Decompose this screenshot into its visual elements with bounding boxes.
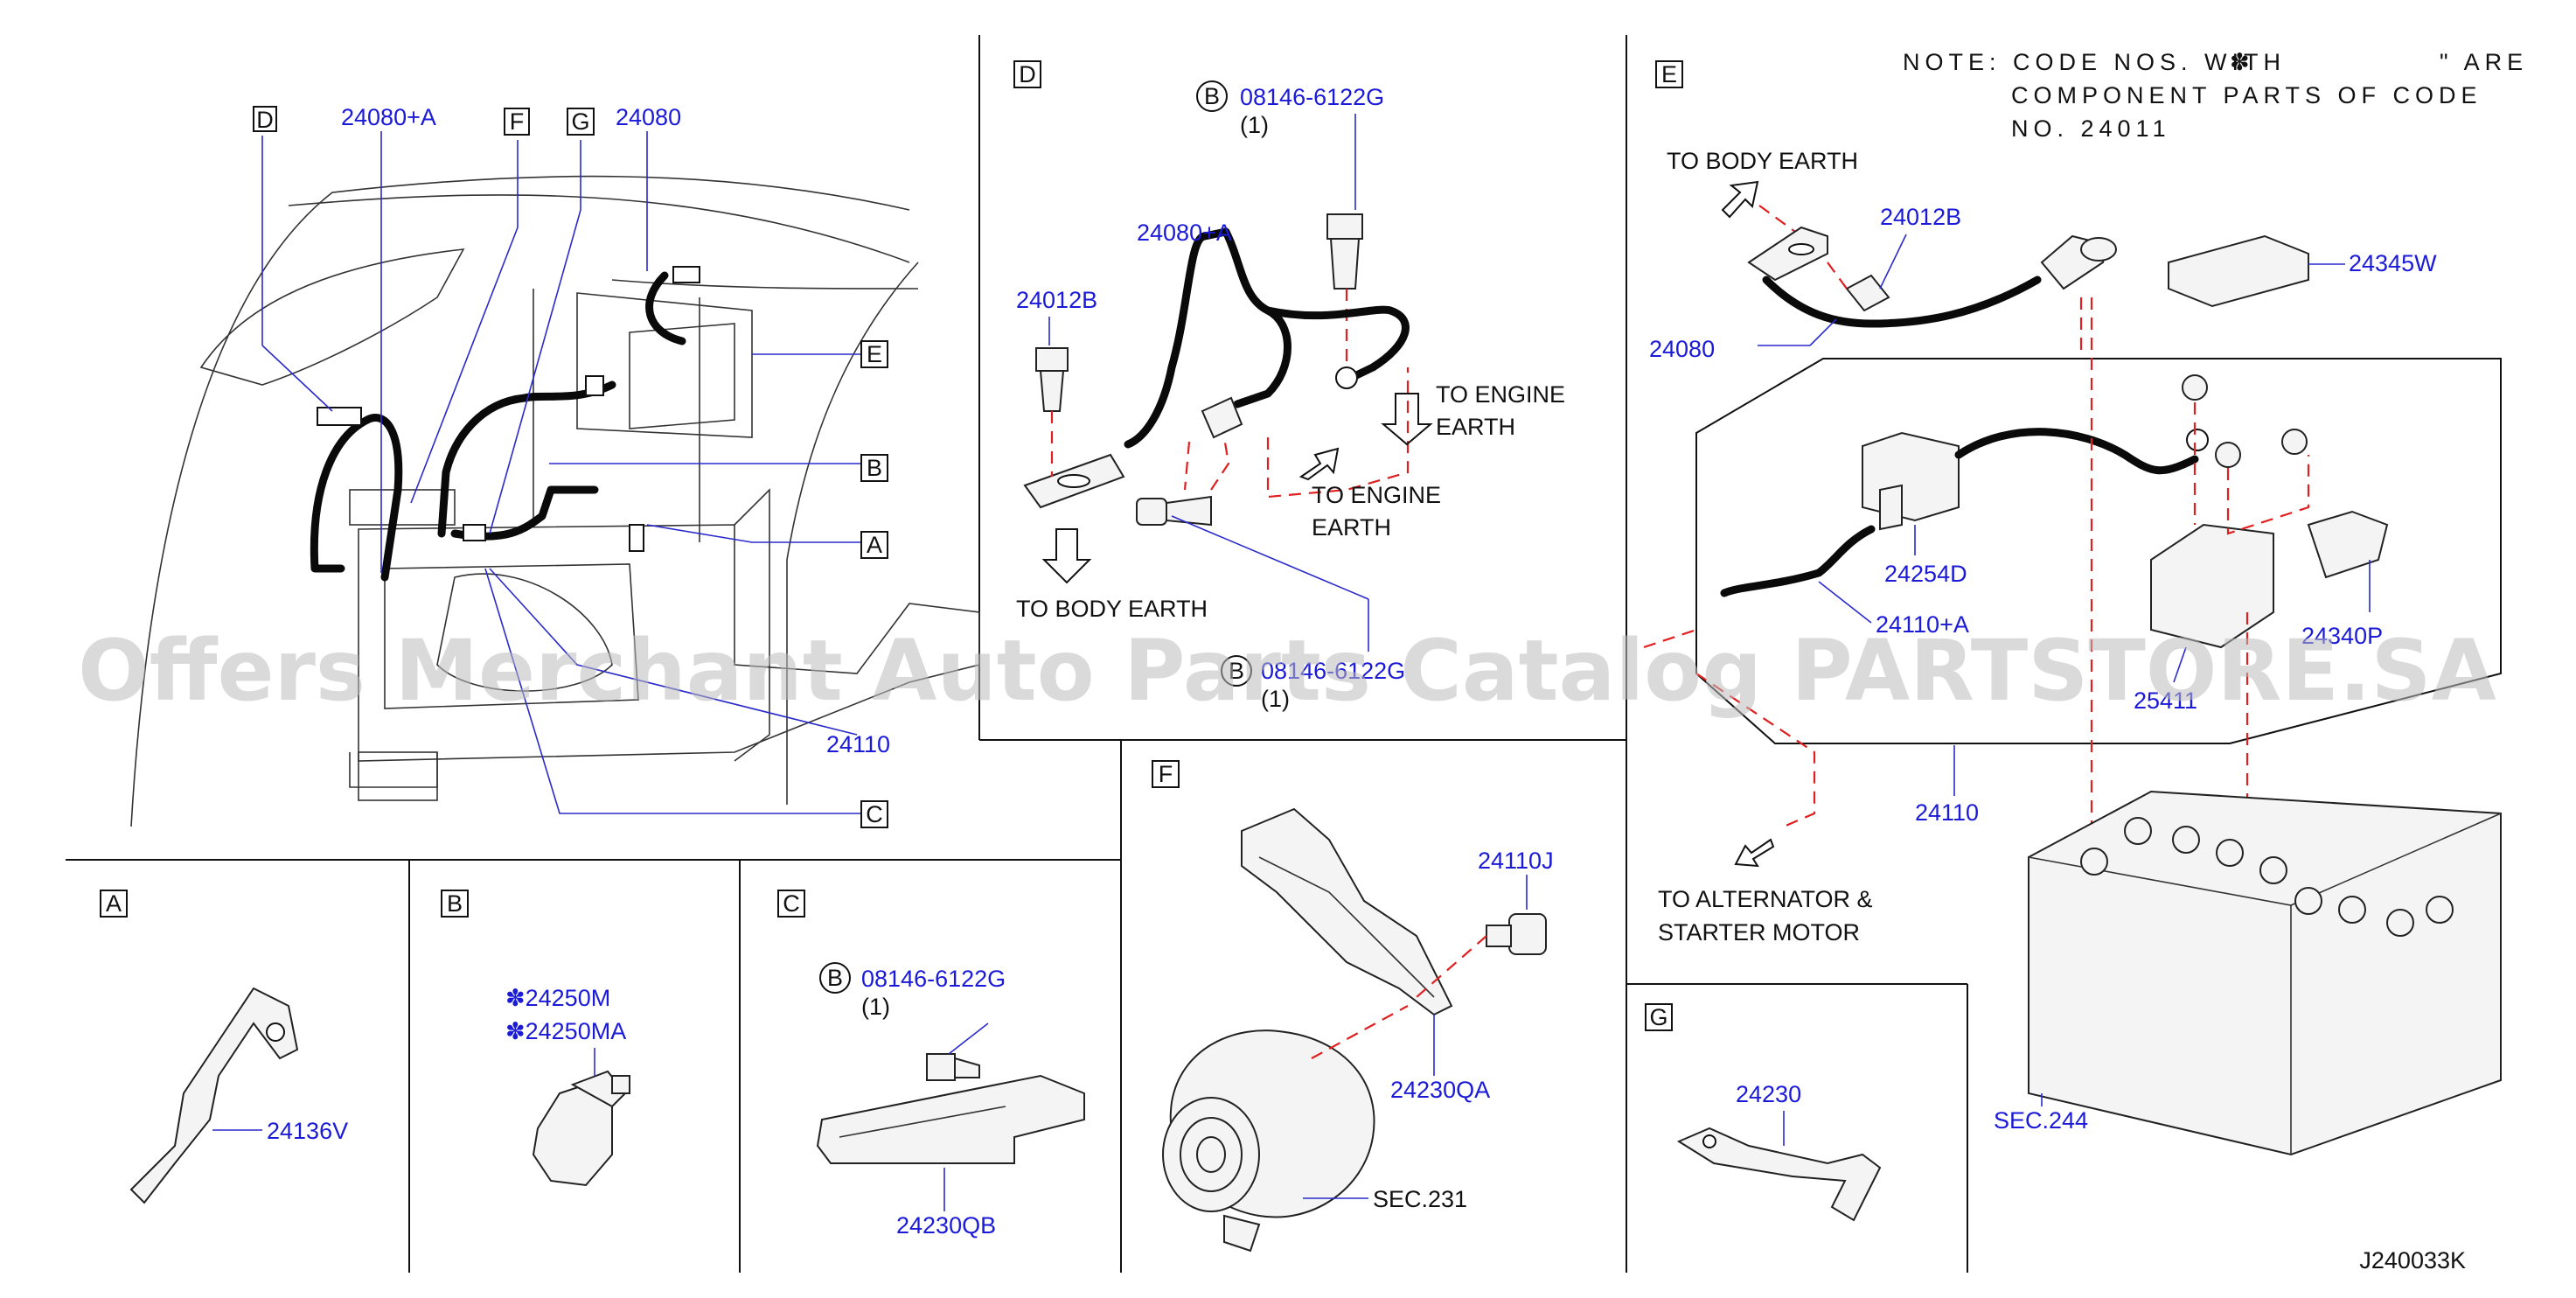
overview-callouts: D F G E B A C 24080+A 24080 24110 — [253, 104, 890, 828]
part-number: 24230QB — [896, 1212, 996, 1239]
part-number: 24110+A — [1876, 611, 1969, 638]
bolt-part-number: 08146-6122G — [861, 966, 1006, 992]
note-line: NOTE: CODE NOS. WITH — [1903, 49, 2286, 75]
bolt-marker: B — [1204, 83, 1220, 109]
direction-text: TO ALTERNATOR & — [1658, 886, 1873, 912]
panel-letter: D — [1019, 61, 1036, 87]
callout-letter: G — [571, 108, 589, 135]
panel-letter: E — [1661, 61, 1677, 87]
part-number: 24345W — [2349, 250, 2437, 276]
bolt-marker: B — [1229, 658, 1244, 684]
part-number: 24110 — [1915, 799, 1979, 826]
note-line: COMPONENT PARTS OF CODE — [2011, 82, 2482, 108]
sec-reference: SEC.244 — [1994, 1107, 2088, 1134]
bolt-quantity: (1) — [1261, 686, 1290, 712]
part-number: 24340P — [2301, 623, 2383, 649]
bolt-marker: B — [827, 965, 843, 991]
direction-text: TO ENGINE — [1436, 381, 1565, 408]
bolt-part-number: 08146-6122G — [1240, 84, 1384, 110]
callout-letter: A — [867, 532, 882, 558]
panel-letter: G — [1649, 1004, 1667, 1030]
part-number: ✽24250M — [505, 985, 610, 1011]
direction-text: EARTH — [1436, 414, 1515, 440]
overview-section — [130, 131, 980, 827]
part-number: 25411 — [2134, 687, 2197, 714]
part-number: 24080 — [1649, 336, 1715, 362]
panel-d: D B 08146-6122G (1) 24080+A 24012B — [1013, 60, 1565, 712]
part-number: 24136V — [267, 1118, 348, 1144]
callout-letter: C — [866, 801, 883, 827]
part-number: 24012B — [1880, 204, 1961, 230]
part-number: 24080 — [616, 104, 681, 130]
note-line: " ARE — [2440, 49, 2528, 75]
direction-text: STARTER MOTOR — [1658, 919, 1860, 946]
part-number: 24080+A — [341, 104, 436, 130]
diagram-code: J240033K — [2359, 1247, 2466, 1274]
bolt-part-number: 08146-6122G — [1261, 658, 1405, 684]
panel-frames — [66, 35, 1968, 1273]
panel-e: E NOTE: CODE NOS. WITH ✽ " ARE COMPONENT… — [1643, 49, 2528, 1156]
note-line: NO. 24011 — [2011, 115, 2171, 142]
watermark: Offers Merchant Auto Parts Catalog PARTS… — [78, 622, 2496, 720]
part-number: 24254D — [1884, 561, 1967, 587]
part-number: ✽24250MA — [505, 1018, 626, 1044]
callout-letter: D — [256, 107, 274, 133]
panel-letter: B — [447, 890, 463, 917]
callout-letter: F — [510, 108, 525, 135]
panel-c: C B 08146-6122G (1) 24230QB — [777, 890, 1085, 1239]
callout-letter: B — [867, 455, 882, 481]
note-symbol: ✽ — [2230, 49, 2255, 75]
part-number: 24080+A — [1137, 220, 1232, 246]
direction-text: TO BODY EARTH — [1667, 148, 1858, 174]
direction-text: TO ENGINE — [1312, 482, 1441, 508]
part-number: 24110J — [1478, 848, 1554, 874]
direction-text: EARTH — [1312, 514, 1391, 541]
sec-reference: SEC.231 — [1373, 1186, 1467, 1212]
panel-a: A 24136V — [100, 890, 348, 1204]
bolt-quantity: (1) — [1240, 112, 1269, 138]
callout-letter: E — [867, 341, 882, 367]
panel-g: G 24230 — [1645, 1003, 1882, 1222]
panel-letter: C — [783, 890, 800, 917]
panel-f: F 24110J 24230QA SEC.231 — [1152, 760, 1554, 1253]
part-number: 24230QA — [1390, 1077, 1490, 1103]
direction-text: TO BODY EARTH — [1016, 596, 1208, 622]
bolt-quantity: (1) — [861, 994, 890, 1020]
panel-letter: A — [106, 890, 122, 917]
part-number: 24110 — [826, 731, 890, 757]
panel-b: B ✽24250M ✽24250MA — [441, 890, 630, 1187]
panel-letter: F — [1159, 761, 1173, 787]
part-number: 24012B — [1016, 287, 1097, 313]
part-number: 24230 — [1736, 1081, 1801, 1107]
